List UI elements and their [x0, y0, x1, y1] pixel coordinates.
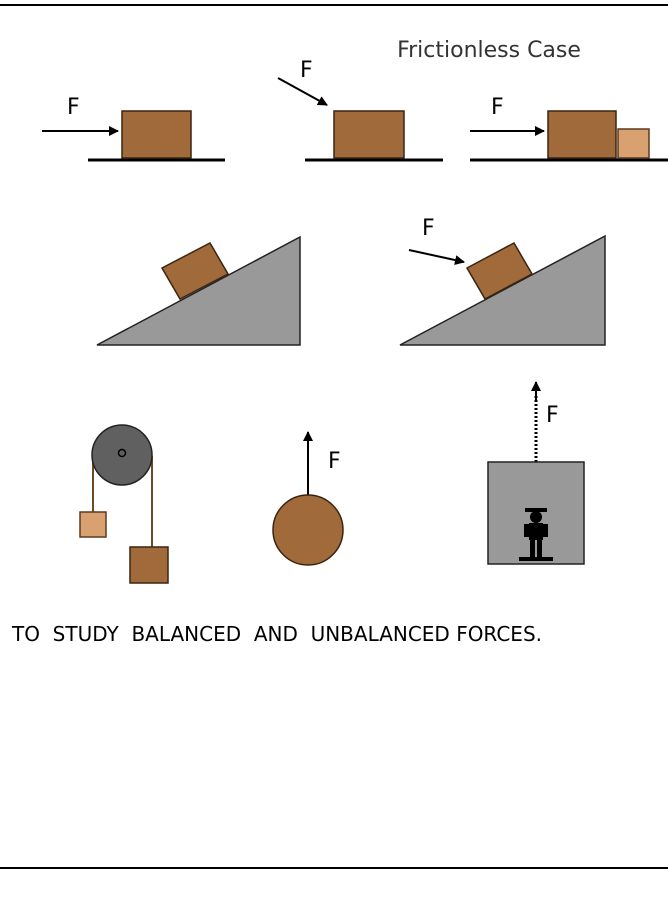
block-horizontal-force: F	[42, 95, 225, 162]
block-angled-force: F	[277, 58, 443, 162]
pulley-wheel	[91, 424, 153, 486]
incline-1	[96, 235, 301, 346]
block-1	[121, 110, 192, 159]
person-silhouette	[519, 508, 553, 561]
bottom-border	[0, 867, 668, 869]
top-border	[0, 4, 668, 6]
block-3-small	[617, 128, 650, 159]
elevator-force: F	[487, 381, 585, 565]
incline-block-1	[160, 242, 230, 300]
incline-block-force: F	[399, 216, 606, 346]
force-label-3: F	[491, 95, 504, 120]
pulley-mass-large	[129, 546, 169, 584]
block-2	[333, 110, 405, 159]
force-label-2: F	[300, 58, 313, 83]
two-blocks-force: F	[470, 95, 668, 162]
pulley-mass-small	[79, 511, 107, 538]
force-label-1: F	[67, 95, 80, 120]
force-label-6: F	[546, 403, 559, 428]
ball	[272, 494, 344, 566]
ball-force: F	[272, 431, 344, 566]
force-label-4: F	[422, 216, 435, 241]
caption-text: TO STUDY BALANCED AND UNBALANCED FORCES.	[12, 622, 542, 646]
diagram-title: Frictionless Case	[397, 38, 581, 63]
incline-block	[96, 235, 301, 346]
forces-diagram: Frictionless Case F F F F	[42, 38, 668, 584]
pulley-system	[79, 424, 169, 584]
force-arrow-2	[277, 77, 328, 106]
pulley-axle	[117, 448, 127, 458]
force-arrow-4	[408, 249, 465, 265]
block-3-large	[547, 110, 617, 159]
force-label-5: F	[328, 449, 341, 474]
incline-block-2	[465, 241, 534, 301]
